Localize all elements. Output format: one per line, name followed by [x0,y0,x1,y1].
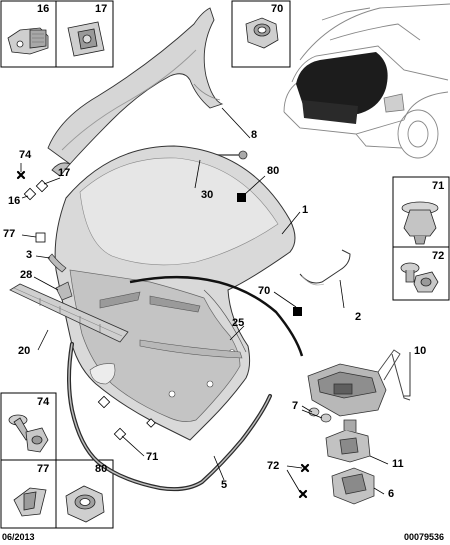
nut-80-illustration [65,485,105,523]
marker-square-80 [237,193,246,202]
callout-10: 10 [414,345,427,357]
callout-74: 74 [19,149,32,161]
rod-2 [299,249,351,286]
open-square-markers [23,179,156,441]
x-markers [16,170,310,499]
screw-74-illustration [8,414,49,453]
lock-10 [307,349,401,417]
callout-72: 72 [267,460,280,472]
footer-reference: 00079536 [404,532,445,542]
inset-box-72 [392,246,450,301]
nut-70-illustration [245,17,279,49]
inset-box-70 [231,0,291,68]
inset-number-77: 77 [37,463,50,475]
callout-7: 7 [292,400,299,412]
callout-16: 16 [8,195,21,207]
callout-25: 25 [232,317,245,329]
striker-11 [325,419,371,463]
clip-28 [55,281,73,301]
inset-number-16: 16 [37,3,50,15]
clip-77-illustration [13,487,47,517]
car-trunk-lid [296,52,388,114]
callout-1: 1 [302,204,309,216]
inset-number-72: 72 [432,250,445,262]
inset-box-17 [55,0,114,68]
inset-number-70: 70 [271,3,284,15]
screws-7 [308,407,332,423]
callout-6: 6 [388,488,395,500]
callout-20: 20 [18,345,31,357]
clip-16-illustration [7,27,49,55]
callout-30: 30 [201,189,214,201]
inset-number-80: 80 [95,463,108,475]
clip-17-illustration [67,21,105,57]
inset-box-80 [55,459,114,529]
callout-11: 11 [392,458,404,470]
inset-number-17: 17 [95,3,108,15]
footer-date: 06/2013 [2,532,35,542]
rear-wing [47,7,224,177]
clip-71-illustration [401,201,439,245]
lock-rod [391,353,411,401]
callout-71: 71 [146,451,159,463]
callout-2: 2 [355,311,362,323]
boot-lid [54,145,296,441]
screw-72-illustration [400,262,439,293]
lock-motor-6 [331,467,375,505]
callout-17: 17 [58,167,71,179]
inset-number-71: 71 [432,180,445,192]
trim-strip-25 [139,339,243,359]
leader-lines [20,107,411,495]
garnish-strip-20 [9,283,129,343]
wiring-arc [129,275,304,357]
callout-80: 80 [267,165,280,177]
strip-3 [47,253,67,273]
callout-70: 70 [258,285,271,297]
marker-square-70 [293,307,302,316]
seal-5-inner [68,343,271,490]
callout-5: 5 [221,479,228,491]
callout-8: 8 [251,129,258,141]
car-trunk-opening [302,100,358,124]
callout-28: 28 [20,269,33,281]
callout-3: 3 [26,249,33,261]
car-light [383,93,405,113]
car-illustration [283,3,450,159]
callout-77: 77 [3,228,16,240]
inset-number-74: 74 [37,396,50,408]
